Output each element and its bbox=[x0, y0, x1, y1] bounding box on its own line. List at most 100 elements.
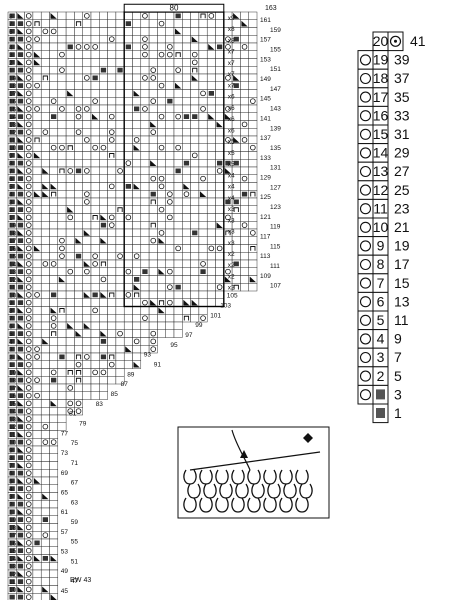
chart-cell bbox=[240, 50, 249, 59]
chart-cell bbox=[182, 236, 191, 245]
chart-cell bbox=[57, 197, 67, 206]
chart-cell bbox=[115, 213, 125, 222]
chart-cell bbox=[132, 19, 142, 28]
row-label: 12 bbox=[9, 571, 17, 578]
chart-cell bbox=[182, 104, 191, 113]
right-row-number: 119 bbox=[270, 224, 281, 231]
chart-cell bbox=[40, 445, 50, 454]
filled-symbol bbox=[9, 339, 15, 344]
chart-cell bbox=[40, 197, 50, 206]
chart-cell bbox=[157, 151, 166, 160]
chart-cell bbox=[165, 306, 175, 315]
chart-cell bbox=[57, 321, 67, 330]
chart-cell bbox=[182, 197, 191, 206]
yarn-over-symbol bbox=[75, 408, 82, 414]
chart-cell bbox=[40, 135, 50, 144]
yarn-over-symbol bbox=[25, 98, 32, 104]
right-row-number: 81 bbox=[69, 411, 77, 418]
chart-cell bbox=[49, 42, 59, 51]
chart-cell bbox=[82, 213, 92, 222]
filled-symbol bbox=[17, 439, 24, 445]
chart-cell bbox=[74, 159, 83, 168]
yarn-over-symbol bbox=[158, 175, 165, 182]
chart-cell bbox=[82, 368, 92, 377]
chart-cell bbox=[157, 73, 166, 82]
yarn-over-symbol bbox=[133, 137, 140, 143]
filled-symbol bbox=[17, 455, 24, 460]
filled-symbol bbox=[17, 486, 24, 491]
filled-symbol bbox=[9, 447, 15, 453]
chart-cell bbox=[49, 151, 59, 160]
chart-cell bbox=[40, 35, 50, 44]
chart-cell bbox=[206, 151, 216, 160]
filled-symbol bbox=[9, 424, 15, 429]
decrease-symbol bbox=[17, 400, 24, 407]
chart-cell bbox=[173, 290, 183, 299]
chart-cell bbox=[99, 27, 108, 36]
filled-symbol bbox=[217, 160, 223, 166]
decrease-symbol bbox=[17, 323, 24, 329]
chart-cell bbox=[82, 314, 92, 323]
yarn-over-symbol bbox=[25, 214, 32, 221]
yarn-over-symbol bbox=[125, 214, 132, 221]
chart-cell bbox=[198, 128, 208, 137]
arch-symbol bbox=[117, 207, 123, 212]
chart-cell bbox=[32, 306, 42, 315]
chart-cell bbox=[115, 128, 125, 137]
chart-cell bbox=[107, 352, 117, 361]
decrease-symbol bbox=[17, 431, 24, 438]
chart-cell bbox=[157, 128, 166, 137]
right-row-number: 157 bbox=[260, 37, 271, 44]
chart-cell bbox=[107, 120, 117, 129]
chart-cell bbox=[173, 97, 183, 106]
yarn-over-symbol bbox=[34, 82, 40, 89]
chart-cell bbox=[190, 143, 200, 152]
chart-cell bbox=[190, 97, 200, 106]
chart-cell bbox=[140, 112, 150, 121]
yarn-over-icon bbox=[359, 128, 372, 140]
decrease-symbol bbox=[183, 299, 190, 306]
chart-cell bbox=[248, 89, 258, 98]
chart-cell bbox=[115, 267, 125, 276]
chart-cell bbox=[82, 275, 92, 284]
chart-cell bbox=[65, 143, 75, 152]
yarn-over-symbol bbox=[25, 199, 32, 205]
chart-cell bbox=[115, 190, 125, 199]
chart-cell bbox=[74, 321, 83, 330]
chart-cell bbox=[115, 11, 125, 20]
filled-symbol bbox=[9, 331, 15, 336]
chart-cell bbox=[182, 151, 191, 160]
chart-cell bbox=[198, 166, 208, 175]
chart-cell bbox=[74, 221, 83, 230]
chart-cell bbox=[148, 166, 158, 175]
chart-cell bbox=[74, 58, 83, 67]
chart-cell bbox=[49, 298, 59, 307]
chart-cell bbox=[82, 50, 92, 59]
chart-cell bbox=[173, 151, 183, 160]
right-row-number: 89 bbox=[127, 371, 135, 378]
chart-cell bbox=[215, 81, 225, 90]
chart-cell bbox=[99, 112, 108, 121]
chart-cell bbox=[74, 27, 83, 36]
chart-cell bbox=[32, 197, 42, 206]
chart-cell bbox=[32, 438, 42, 447]
chart-cell bbox=[240, 252, 249, 261]
filled-symbol bbox=[51, 114, 57, 119]
chart-cell bbox=[82, 306, 92, 315]
chart-cell bbox=[107, 174, 117, 183]
chart-cell bbox=[165, 290, 175, 299]
chart-cell bbox=[65, 360, 75, 369]
yarn-over-symbol bbox=[75, 44, 82, 50]
chart-cell bbox=[123, 135, 133, 144]
chart-cell bbox=[165, 35, 175, 44]
decrease-symbol bbox=[50, 307, 57, 314]
chart-cell bbox=[165, 66, 175, 75]
filled-symbol bbox=[9, 494, 15, 499]
right-row-number: 55 bbox=[71, 539, 79, 546]
chart-cell bbox=[215, 267, 225, 276]
chart-cell bbox=[49, 50, 59, 59]
chart-cell bbox=[107, 42, 117, 51]
chart-cell bbox=[40, 383, 50, 392]
yarn-over-symbol bbox=[75, 361, 82, 368]
